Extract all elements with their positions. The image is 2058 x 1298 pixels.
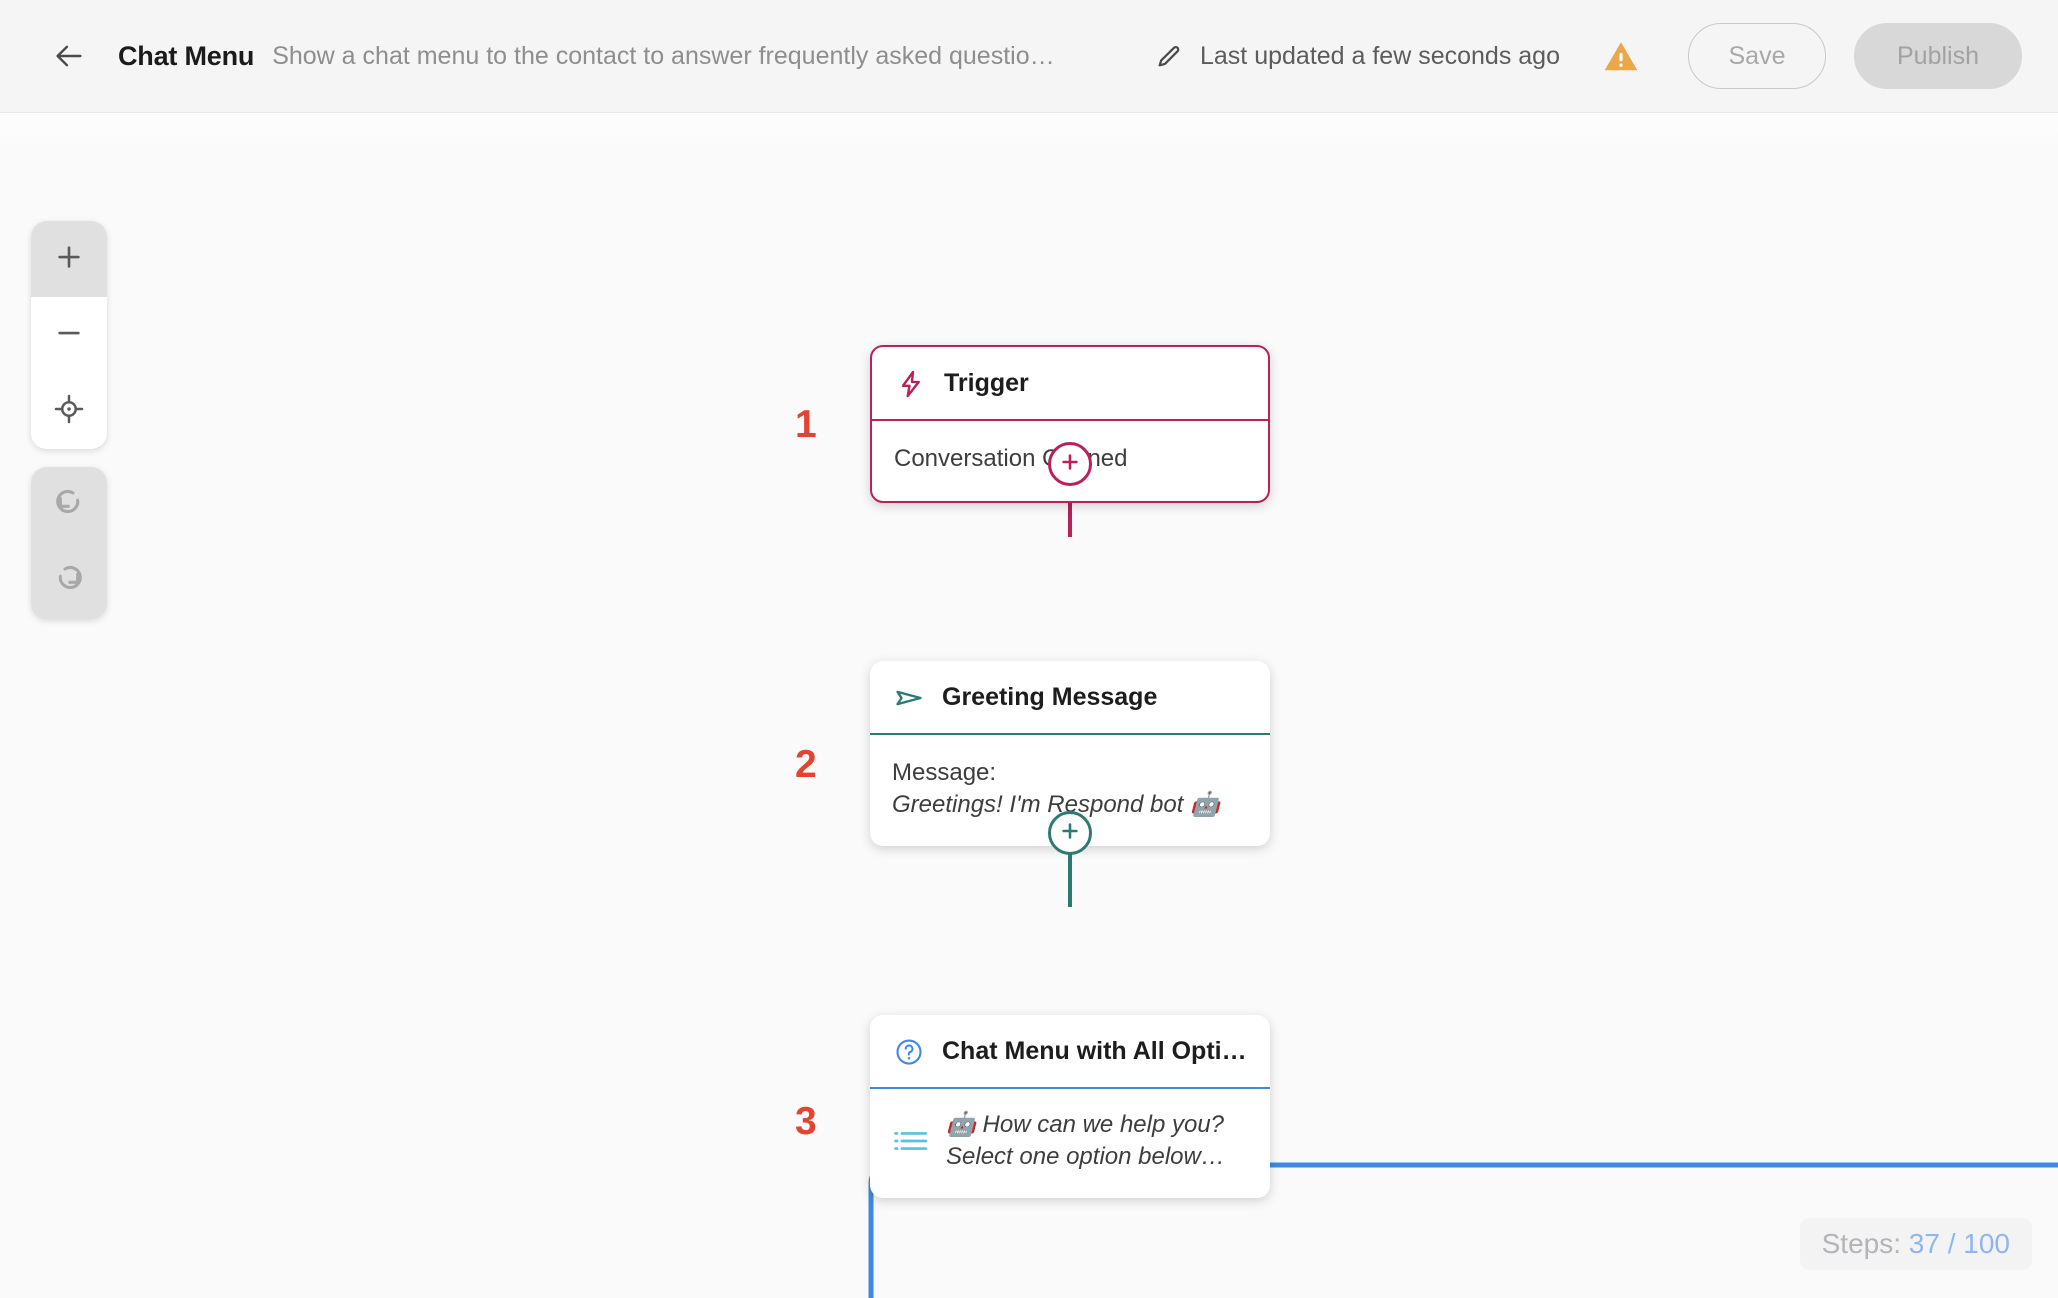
node-header: Chat Menu with All Opti… — [870, 1015, 1270, 1087]
warning-triangle-icon[interactable] — [1600, 35, 1642, 77]
node-divider — [870, 1087, 1270, 1089]
zoom-out-button[interactable] — [31, 297, 107, 373]
save-button[interactable]: Save — [1688, 23, 1826, 89]
step-number-1: 1 — [795, 403, 817, 446]
send-paper-plane-icon — [892, 681, 926, 715]
node-title: Trigger — [944, 369, 1029, 397]
node-body-label: Message: — [892, 759, 997, 786]
zoom-in-button[interactable] — [31, 221, 107, 297]
plus-circle-icon — [1059, 451, 1081, 478]
flow-canvas[interactable]: 1 2 3 Trigger Conversation Opened — [0, 113, 2058, 1298]
redo-arrow-icon — [53, 563, 85, 600]
back-button[interactable] — [46, 33, 92, 79]
pencil-icon[interactable] — [1154, 41, 1184, 71]
node-header: Trigger — [872, 347, 1268, 419]
step-number-2: 2 — [795, 743, 817, 786]
lightning-bolt-icon — [894, 367, 928, 401]
plus-circle-icon — [1059, 820, 1081, 847]
steps-counter: Steps: 37 / 100 — [1799, 1218, 2032, 1270]
zoom-toolbar — [31, 221, 107, 449]
node-divider — [870, 733, 1270, 735]
crosshair-icon — [54, 394, 84, 429]
undo-button[interactable] — [31, 467, 107, 543]
node-title: Greeting Message — [942, 683, 1158, 711]
add-step-button-1[interactable] — [1048, 442, 1092, 486]
minus-icon — [54, 318, 84, 353]
node-body-lines: 🤖 How can we help you? Select one option… — [946, 1109, 1248, 1172]
last-updated-group[interactable]: Last updated a few seconds ago — [1154, 41, 1560, 71]
node-body: Message: Greetings! I'm Respond bot 🤖 — [870, 735, 1270, 846]
flow-node-chat-menu[interactable]: Chat Menu with All Opti… 🤖 How can we he… — [870, 1015, 1270, 1199]
app-header: Chat Menu Show a chat menu to the contac… — [0, 0, 2058, 113]
history-toolbar — [31, 467, 107, 619]
fit-view-button[interactable] — [31, 373, 107, 449]
node-body-line: Greetings! I'm Respond bot 🤖 — [892, 790, 1220, 818]
node-title: Chat Menu with All Opti… — [942, 1037, 1247, 1065]
node-body-line: 🤖 How can we help you? — [946, 1111, 1225, 1138]
publish-button[interactable]: Publish — [1854, 23, 2022, 89]
steps-label: Steps: — [1821, 1228, 1902, 1259]
node-header: Greeting Message — [870, 661, 1270, 733]
last-updated-text: Last updated a few seconds ago — [1200, 41, 1560, 70]
arrow-left-icon — [52, 39, 86, 73]
add-step-button-2[interactable] — [1048, 811, 1092, 855]
node-body-line: Select one option below… — [946, 1142, 1225, 1170]
plus-icon — [54, 242, 84, 277]
step-number-3: 3 — [795, 1100, 817, 1143]
node-body: 🤖 How can we help you? Select one option… — [870, 1089, 1270, 1198]
steps-value: 37 / 100 — [1908, 1228, 2010, 1259]
flow-description: Show a chat menu to the contact to answe… — [272, 41, 1055, 70]
bullet-list-icon — [892, 1121, 932, 1161]
redo-button[interactable] — [31, 543, 107, 619]
undo-arrow-icon — [53, 487, 85, 524]
page-title: Chat Menu — [118, 40, 255, 71]
question-circle-icon — [892, 1035, 926, 1069]
